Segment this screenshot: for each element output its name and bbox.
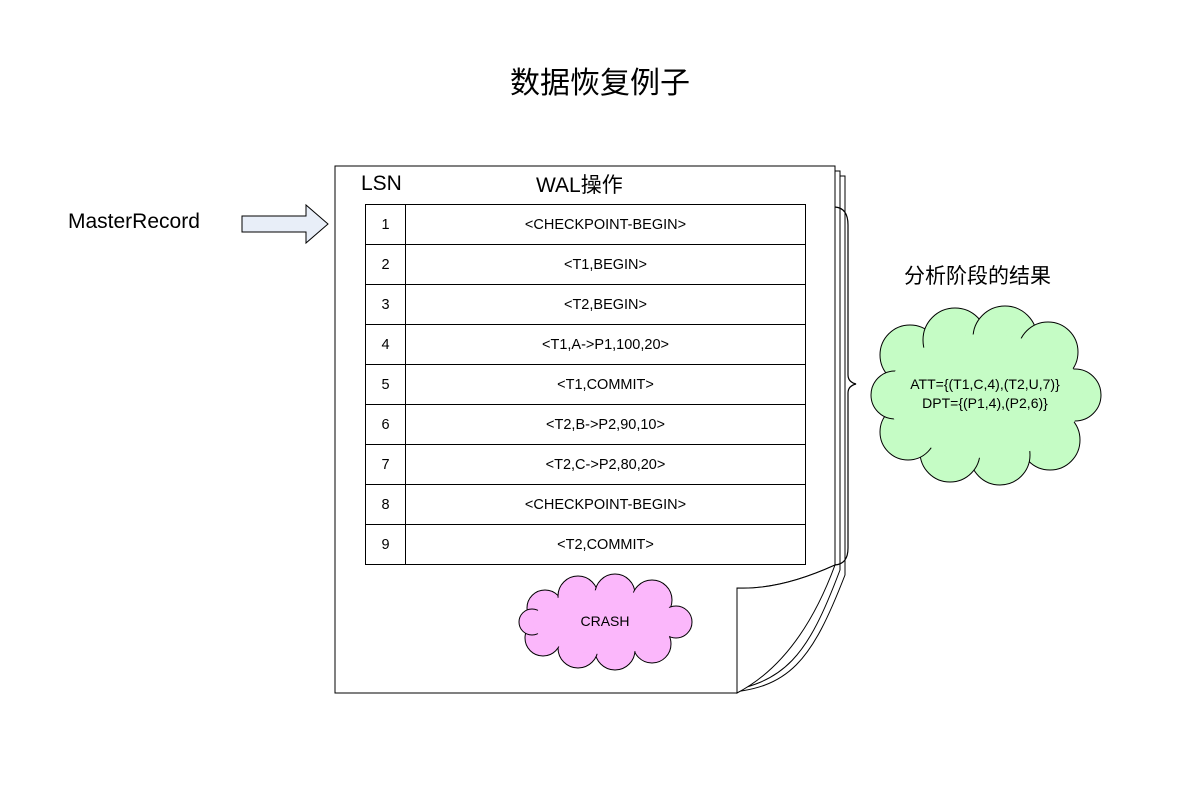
table-row: 2<T1,BEGIN> xyxy=(365,244,806,285)
lsn-cell: 5 xyxy=(365,364,406,405)
wal-operation-cell: <T2,C->P2,80,20> xyxy=(405,444,806,485)
right-arrow-icon xyxy=(241,203,329,245)
wal-operation-column-header: WAL操作 xyxy=(536,174,623,197)
master-record-label: MasterRecord xyxy=(68,210,200,233)
table-row: 5<T1,COMMIT> xyxy=(365,364,806,405)
analysis-result-text: ATT={(T1,C,4),(T2,U,7)} DPT={(P1,4),(P2,… xyxy=(870,375,1100,413)
att-value: ATT={(T1,C,4),(T2,U,7)} xyxy=(910,376,1060,392)
crash-label: CRASH xyxy=(580,613,630,629)
lsn-cell: 3 xyxy=(365,284,406,325)
table-row: 7<T2,C->P2,80,20> xyxy=(365,444,806,485)
lsn-cell: 1 xyxy=(365,204,406,245)
lsn-column-header: LSN xyxy=(361,172,402,195)
lsn-cell: 9 xyxy=(365,524,406,565)
wal-operation-cell: <T1,A->P1,100,20> xyxy=(405,324,806,365)
lsn-cell: 7 xyxy=(365,444,406,485)
diagram-title: 数据恢复例子 xyxy=(510,66,690,101)
wal-log-table: 1<CHECKPOINT-BEGIN>2<T1,BEGIN>3<T2,BEGIN… xyxy=(365,204,806,565)
document-page-fold xyxy=(736,564,836,694)
table-row: 4<T1,A->P1,100,20> xyxy=(365,324,806,365)
analysis-cloud xyxy=(870,305,1102,486)
analysis-result-title: 分析阶段的结果 xyxy=(904,264,1051,288)
table-row: 8<CHECKPOINT-BEGIN> xyxy=(365,484,806,525)
table-row: 1<CHECKPOINT-BEGIN> xyxy=(365,204,806,245)
wal-operation-cell: <T1,COMMIT> xyxy=(405,364,806,405)
table-row: 3<T2,BEGIN> xyxy=(365,284,806,325)
crash-cloud xyxy=(518,573,693,671)
lsn-cell: 6 xyxy=(365,404,406,445)
dpt-value: DPT={(P1,4),(P2,6)} xyxy=(922,395,1048,411)
table-row: 9<T2,COMMIT> xyxy=(365,524,806,565)
lsn-cell: 8 xyxy=(365,484,406,525)
wal-operation-cell: <T2,BEGIN> xyxy=(405,284,806,325)
wal-operation-cell: <T2,B->P2,90,10> xyxy=(405,404,806,445)
lsn-cell: 4 xyxy=(365,324,406,365)
curly-brace xyxy=(834,206,857,566)
wal-operation-cell: <T2,COMMIT> xyxy=(405,524,806,565)
table-row: 6<T2,B->P2,90,10> xyxy=(365,404,806,445)
wal-operation-cell: <T1,BEGIN> xyxy=(405,244,806,285)
wal-operation-cell: <CHECKPOINT-BEGIN> xyxy=(405,204,806,245)
lsn-cell: 2 xyxy=(365,244,406,285)
wal-operation-cell: <CHECKPOINT-BEGIN> xyxy=(405,484,806,525)
